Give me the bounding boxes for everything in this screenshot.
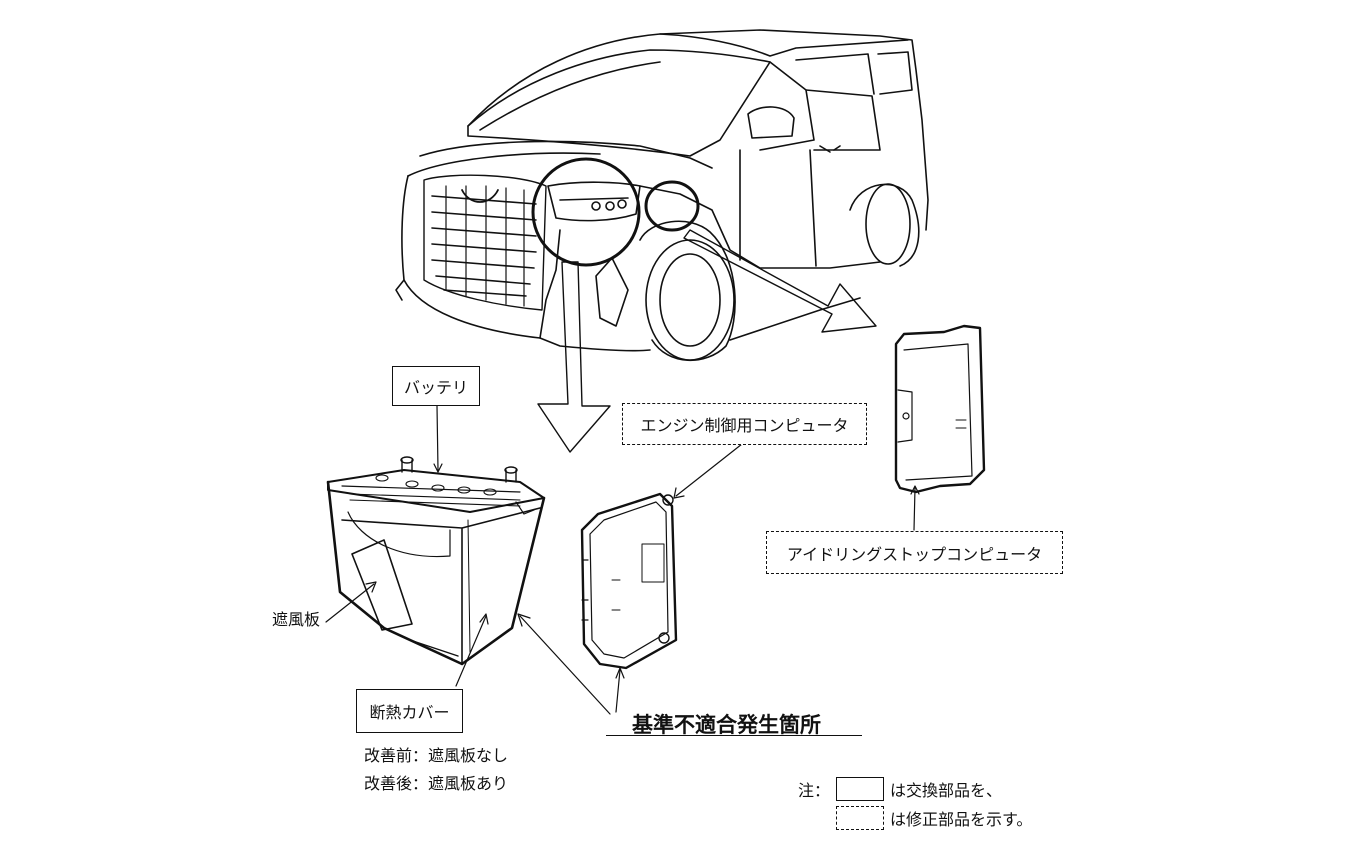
- after-improvement-text: 改善後：遮風板あり: [364, 774, 509, 793]
- arrow-to-lower-parts: [537, 261, 611, 453]
- legend-solid-box-text: は交換部品を、: [890, 781, 1003, 800]
- idling-stop-ecu-illustration: [894, 324, 986, 494]
- engine-ecu-location-circle: [531, 157, 641, 267]
- legend-dashed-box-text: は修正部品を示す。: [890, 810, 1033, 829]
- engine-ecu-label: エンジン制御用コンピュータ: [640, 416, 849, 435]
- arrow-to-idling-stop-ecu: [683, 229, 877, 333]
- idling-stop-ecu-location-circle: [644, 180, 700, 232]
- heat-insulation-cover-label: 断熱カバー: [369, 703, 450, 722]
- minivan-illustration: [395, 29, 929, 362]
- nonconformity-underline: [606, 735, 862, 736]
- heat-insulation-cover-label-box: 断熱カバー: [356, 689, 463, 733]
- legend-solid-box-swatch: [836, 777, 884, 801]
- idling-stop-ecu-label: アイドリングストップコンピュータ: [786, 544, 1043, 564]
- idling-stop-ecu-label-box: アイドリングストップコンピュータ: [766, 531, 1063, 574]
- engine-ecu-illustration: [580, 492, 678, 670]
- nonconformity-location-label: 基準不適合発生箇所: [632, 713, 821, 737]
- leader-lines: [325, 405, 920, 715]
- engine-ecu-label-box: エンジン制御用コンピュータ: [622, 403, 867, 445]
- battery-label: バッテリ: [403, 378, 468, 397]
- battery-label-box: バッテリ: [392, 366, 480, 406]
- legend-note-prefix: 注：: [798, 781, 831, 800]
- wind-shield-plate-label: 遮風板: [272, 610, 321, 629]
- before-improvement-text: 改善前：遮風板なし: [364, 746, 509, 765]
- battery-illustration: [326, 456, 546, 666]
- legend-dashed-box-swatch: [836, 806, 884, 830]
